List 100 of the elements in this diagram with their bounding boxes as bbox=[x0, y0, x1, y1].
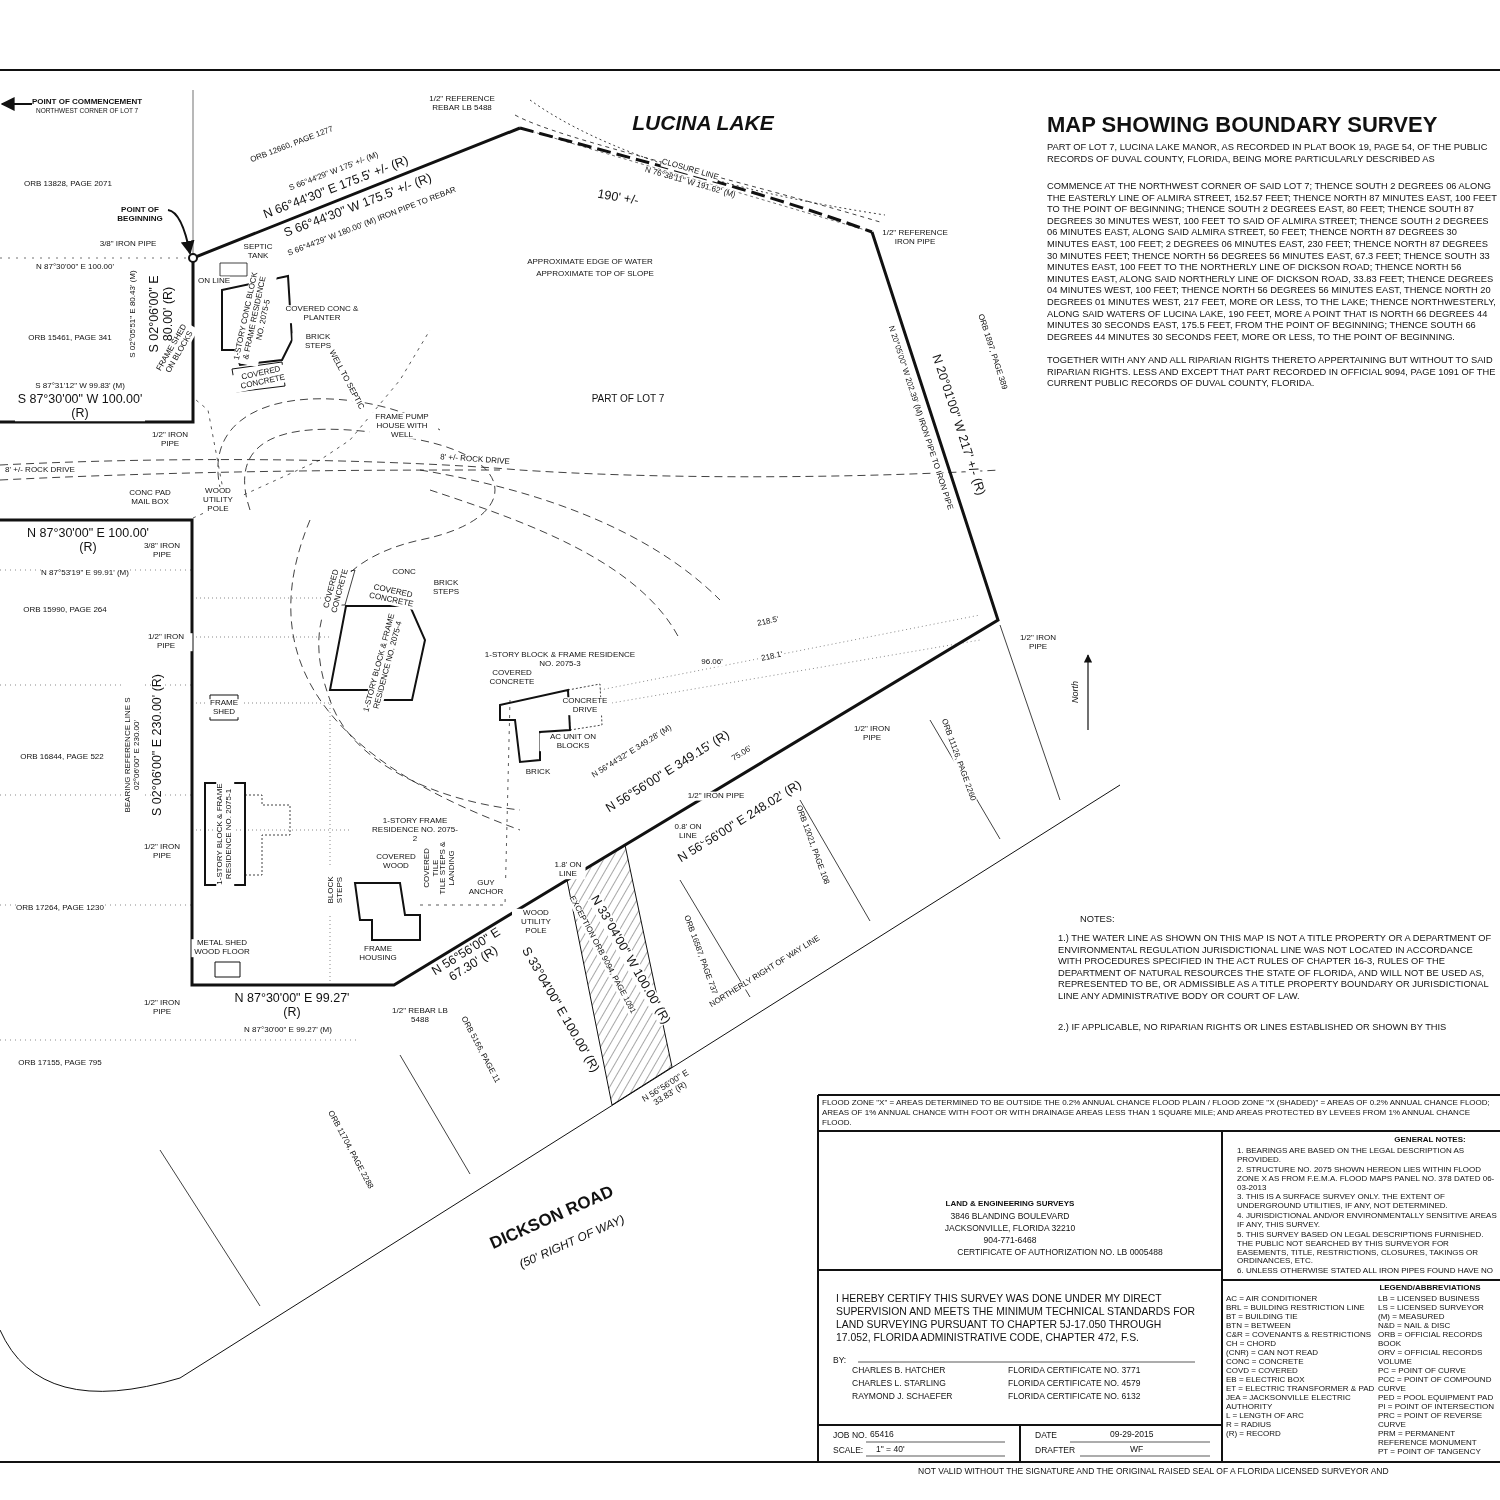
legal-description: PART OF LOT 7, LUCINA LAKE MANOR, AS RECORDED IN PLAT BOOK 19, PAGE 54, OF THE PUBLIC RECORDS OF DUVAL COUNTY, FLORIDA, BEING MORE PARTICULARLY DESCRIBED AS bbox=[1047, 142, 1489, 166]
structure-label: FRAME PUMP HOUSE WITH WELL bbox=[369, 412, 435, 440]
note-text: 1.) THE WATER LINE AS SHOWN ON THIS MAP IS NOT A TITLE PROPERTY OR A DEPARTMENT OF ENVIRONMENTAL REGULATION JURISDICTIONAL LINE WAS NOT LOCATED IN ACCORDANCE WITH PROCEDURES SPECIFIED IN THE ACT RULES OF CHAPTER 16-3, RULES OF THE DEPARTMENT OF NATURAL RESOURCES THE STATE OF FLORIDA, AND WILL NOT BE USED AS, REPRESENTED TO BE, OR ADMISSIBLE AS A TITLE PROPERTY BOUNDARY OR JURISDICTIONAL LINE ANY ADMINISTRATIVE BODY OR COURT OF LAW. bbox=[1058, 933, 1493, 1003]
structure-label: CONC bbox=[392, 567, 416, 577]
field-value: 65416 bbox=[870, 1430, 894, 1440]
callout-heading: POINT OF COMMENCEMENT bbox=[32, 98, 143, 107]
abbreviation-entry: AC = AIR CONDITIONER bbox=[1226, 1295, 1319, 1304]
bearing-label: S 87°30'00" W 100.00' (R) bbox=[15, 393, 145, 421]
parcel-record-label: ORB 13828, PAGE 2071 bbox=[24, 179, 112, 189]
abbreviation-entry: C&R = COVENANTS & RESTRICTIONS bbox=[1226, 1331, 1373, 1340]
callout-heading: POINT OF BEGINNING bbox=[116, 206, 164, 224]
structure-label: FRAME SHED bbox=[205, 699, 243, 717]
abbreviation-entry: BTN = BETWEEN bbox=[1226, 1322, 1292, 1331]
abbreviation-entry: LB = LICENSED BUSINESS bbox=[1378, 1295, 1481, 1304]
parcel-label: PART OF LOT 7 bbox=[591, 392, 665, 404]
legal-description: COMMENCE AT THE NORTHWEST CORNER OF SAID LOT 7; THENCE SOUTH 2 DEGREES 06 ALONG THE EASTERLY LINE OF ALMIRA STREET, 152.57 FEET; THENCE NORTH 87 MINUTES EAST, 100 FEET TO THE POINT OF BEGINNING; THENCE SOUTH 2 DEGREES EAST, 80 FEET; THENCE SOUTH 87 DEGREES 30 MINUTES WEST, 100 FEET TO SAID OF ALMIRA STREET; THENCE SOUTH 2 DEGREES 06 MINUTES EAST, ALONG SAID ALMIRA STREET, 50 FEET; THENCE NORTH 87 DEGREES 30 MINUTES EAST, 100 FEET; 2 DEGREES 06 MINUTES EAST, 230 FEET; THENCE NORTH 87 DEGREES 30 MINUTES FEET; THENCE NORTH 56 DEGREES 56 MINUTES EAST, 67.3 FEET; THENCE SOUTH 33 MINUTES EAST, 100 FEET TO THE NORTHERLY LINE OF DICKSON ROAD; THENCE NORTH 56 MINUTES EAST, ALONG SAID NORTHERLY LINE OF DICKSON ROAD, 33.83 FEET; THENCE DEGREES 04 MINUTES WEST, 100 FEET; THENCE NORTH 56 DEGREES 56 MINUTES EAST, THENCE NORTH 20 DEGREES 01 MINUTES WEST, 217 FEET, MORE OR LESS, TO THE LAKE; THENCE NORTHWESTERLY, ALONG SAID WATERS OF LUCINA LAKE, 190 FEET, MORE A POINT THAT IS NORTH 66 DEGREES 44 MINUTES 30 SECONDS EAST, 175.5 FEET, FROM THE POINT OF BEGINNING; THENCE SOUTH 66 DEGREES 44 MINUTES 30 SECONDS FEET, MORE OR LESS, TO THE POINT OF BEGINNING. bbox=[1047, 181, 1497, 344]
address-text: JACKSONVILLE, FLORIDA 32210 bbox=[944, 1224, 1076, 1234]
general-note: 2. STRUCTURE NO. 2075 SHOWN HEREON LIES WITHIN FLOOD ZONE X AS FROM F.E.M.A. FLOOD MAPS PANEL NO. 378 DATED 06-03-2013 bbox=[1237, 1166, 1496, 1193]
notes-heading: GENERAL NOTES: bbox=[1394, 1135, 1466, 1145]
abbreviation-entry: ORB = OFFICIAL RECORDS BOOK bbox=[1378, 1331, 1484, 1349]
bearing-label: S 02°05'51" E 80.43' (M) bbox=[128, 270, 138, 358]
abbreviation-entry: COVD = COVERED bbox=[1226, 1367, 1299, 1376]
abbreviation-entry: ORV = OFFICIAL RECORDS VOLUME bbox=[1378, 1349, 1484, 1367]
field-value: 09-29-2015 bbox=[1110, 1430, 1154, 1440]
abbreviation-entry: N&D = NAIL & DISC bbox=[1378, 1322, 1452, 1331]
general-note: 3. THIS IS A SURFACE SURVEY ONLY. THE EXTENT OF UNDERGROUND UTILITIES, IF ANY, NOT DETERMINED. bbox=[1237, 1193, 1449, 1211]
parcel-record-label: ORB 15990, PAGE 264 bbox=[23, 605, 107, 615]
structure-label: COVERED CONC & PLANTER bbox=[282, 305, 362, 323]
certificate-number: FLORIDA CERTIFICATE NO. 3771 bbox=[1008, 1366, 1141, 1376]
abbreviation-entry: (M) = MEASURED bbox=[1378, 1313, 1446, 1322]
general-note: 1. BEARINGS ARE BASED ON THE LEGAL DESCRIPTION AS PROVIDED. bbox=[1237, 1147, 1466, 1165]
bearing-label: N 87°30'00" E 99.27' (M) bbox=[244, 1025, 332, 1035]
abbreviation-entry: R = RADIUS bbox=[1226, 1421, 1273, 1430]
abbreviation-entry: PI = POINT OF INTERSECTION bbox=[1378, 1403, 1496, 1412]
line-label: APPROXIMATE TOP OF SLOPE bbox=[536, 269, 654, 279]
structure-label: METAL SHED WOOD FLOOR bbox=[191, 939, 253, 957]
field-label: DATE bbox=[1035, 1431, 1058, 1441]
parcel-record-label: ORB 11126, PAGE 2260 bbox=[939, 717, 977, 803]
abbreviation-entry: PRC = POINT OF REVERSE CURVE bbox=[1378, 1412, 1484, 1430]
north-label: North bbox=[1071, 681, 1081, 703]
address-text: 3846 BLANDING BOULEVARD bbox=[950, 1212, 1070, 1222]
distance-label: 218.1' bbox=[760, 650, 784, 664]
abbreviation-entry: (R) = RECORD bbox=[1226, 1430, 1282, 1439]
certificate-number: FLORIDA CERTIFICATE NO. 6132 bbox=[1008, 1392, 1141, 1402]
bearing-label: S 87°31'12" W 99.83' (M) bbox=[35, 381, 125, 391]
flood-zone-note: FLOOD ZONE "X" = AREAS DETERMINED TO BE OUTSIDE THE 0.2% ANNUAL CHANCE FLOOD PLAIN / FLOOD ZONE "X (SHADED)" = AREAS OF 0.2% ANNUAL CHANCE FLOOD; AREAS OF 1% ANNUAL CHANCE WITH FOOT OR WITH DRAINAGE AREAS LESS THAN 1 SQUARE MILE; AND AREAS PROTECTED BY LEVEES FROM 1% ANNUAL CHANCE FLOOD. bbox=[822, 1098, 1491, 1128]
disclaimer-text: NOT VALID WITHOUT THE SIGNATURE AND THE ORIGINAL RAISED SEAL OF A FLORIDA LICENSED SURVEYOR AND bbox=[918, 1467, 1389, 1477]
certificate-number: CERTIFICATE OF AUTHORIZATION NO. LB 0005488 bbox=[957, 1248, 1163, 1258]
certificate-number: FLORIDA CERTIFICATE NO. 4579 bbox=[1008, 1379, 1141, 1389]
notes-heading: NOTES: bbox=[1080, 914, 1115, 925]
parcel-record-label: ORB 17155, PAGE 795 bbox=[18, 1058, 102, 1068]
abbreviation-entry: PED = POOL EQUIPMENT PAD bbox=[1378, 1394, 1495, 1403]
water-body-label: LUCINA LAKE bbox=[632, 111, 774, 135]
distance-label: 96.06' bbox=[701, 657, 723, 667]
legal-description: TOGETHER WITH ANY AND ALL RIPARIAN RIGHTS THERETO APPERTAINING BUT WITHOUT TO SAID RIPARIAN RIGHTS. LESS AND EXCEPT THAT PART RECORDED IN OFFICIAL 9094, PAGE 1091 OF THE CURRENT PUBLIC RECORDS OF DUVAL COUNTY, FLORIDA. bbox=[1047, 355, 1497, 390]
field-label: SCALE: bbox=[833, 1446, 864, 1456]
general-note: 5. THIS SURVEY BASED ON LEGAL DESCRIPTIONS FURNISHED. THE PUBLIC NOT SEARCHED BY THIS SURVEYOR FOR EASEMENTS, TITLE, RESTRICTIONS, CLOSURES, TAKINGS OR ORDINANCES, ETC. bbox=[1237, 1231, 1485, 1267]
firm-subtitle: LAND & ENGINEERING SURVEYS bbox=[945, 1199, 1075, 1209]
abbreviation-entry: BT = BUILDING TIE bbox=[1226, 1313, 1299, 1322]
driveway-label: 8' +/- ROCK DRIVE bbox=[5, 465, 75, 475]
phone-number: 904-771-6468 bbox=[983, 1236, 1037, 1246]
surveyor-name: CHARLES L. STARLING bbox=[852, 1379, 946, 1389]
bearing-label: N 87°53'19" E 99.91' (M) bbox=[41, 568, 129, 578]
general-note: 6. UNLESS OTHERWISE STATED ALL IRON PIPES FOUND HAVE NO bbox=[1237, 1267, 1495, 1276]
abbreviation-entry: PCC = POINT OF COMPOUND CURVE bbox=[1378, 1376, 1493, 1394]
general-note: 4. JURISDICTIONAL AND/OR ENVIRONMENTALLY SENSITIVE AREAS IF ANY, THIS SURVEY. bbox=[1237, 1212, 1498, 1230]
driveway-label: 8' +/- ROCK DRIVE bbox=[439, 453, 511, 467]
abbreviation-entry: CH = CHORD bbox=[1226, 1340, 1277, 1349]
field-label: JOB NO. bbox=[833, 1431, 867, 1441]
structure-label: CONC PAD MAIL BOX bbox=[128, 489, 172, 507]
note-text: 2.) IF APPLICABLE, NO RIPARIAN RIGHTS OR LINES ESTABLISHED OR SHOWN BY THIS bbox=[1058, 1022, 1448, 1034]
abbreviation-entry: PRM = PERMANENT REFERENCE MONUMENT bbox=[1378, 1430, 1478, 1448]
abbreviation-entry: PT = POINT OF TANGENCY bbox=[1378, 1448, 1482, 1457]
field-value: 1" = 40' bbox=[876, 1445, 905, 1455]
surveyor-name: CHARLES B. HATCHER bbox=[852, 1366, 946, 1376]
abbreviation-entry: L = LENGTH OF ARC bbox=[1226, 1412, 1305, 1421]
corner-marker bbox=[188, 253, 198, 263]
surveyor-name: RAYMOND J. SCHAEFER bbox=[852, 1392, 953, 1402]
offset-label: ON LINE bbox=[198, 276, 230, 286]
monument-label: 3/8" IRON PIPE bbox=[99, 239, 157, 249]
abbreviation-entry: (CNR) = CAN NOT READ bbox=[1226, 1349, 1320, 1358]
structure-label: BRICK bbox=[525, 767, 551, 777]
field-value: WF bbox=[1130, 1445, 1144, 1455]
leader-arrow bbox=[167, 209, 195, 255]
legend-heading: LEGEND/ABBREVIATIONS bbox=[1379, 1283, 1481, 1293]
leader-arrow bbox=[0, 97, 33, 111]
bearing-label: N 87°30'00" E 100.00' bbox=[36, 262, 114, 272]
abbreviation-entry: BRL = BUILDING RESTRICTION LINE bbox=[1226, 1304, 1366, 1313]
parcel-record-label: ORB 17264, PAGE 1230 bbox=[16, 903, 104, 913]
map-title: MAP SHOWING BOUNDARY SURVEY bbox=[1047, 113, 1438, 138]
bearing-label: S 02°06'00" E 230.00' (R) bbox=[151, 673, 165, 817]
monument-label: 1/2" IRON PIPE bbox=[687, 791, 745, 801]
distance-label: 218.5' bbox=[756, 615, 780, 629]
monument-label: 1/2" REFERENCE IRON PIPE bbox=[881, 229, 949, 247]
certification-statement: I HEREBY CERTIFY THIS SURVEY WAS DONE UNDER MY DIRECT SUPERVISION AND MEETS THE MINIMUM TECHNICAL STANDARDS FOR LAND SURVEYING PURSUANT TO CHAPTER 5J-17.050 THROUGH 17.052, FLORIDA ADMINISTRATIVE CODE, CHAPTER 472, F.S. bbox=[836, 1292, 1197, 1344]
parcel-record-label: ORB 15461, PAGE 341 bbox=[28, 333, 112, 343]
field-label: DRAFTER bbox=[1035, 1446, 1076, 1456]
abbreviation-entry: LS = LICENSED SURVEYOR bbox=[1378, 1304, 1485, 1313]
signature-label: BY: bbox=[833, 1356, 847, 1366]
line-label: APPROXIMATE EDGE OF WATER bbox=[527, 257, 653, 267]
